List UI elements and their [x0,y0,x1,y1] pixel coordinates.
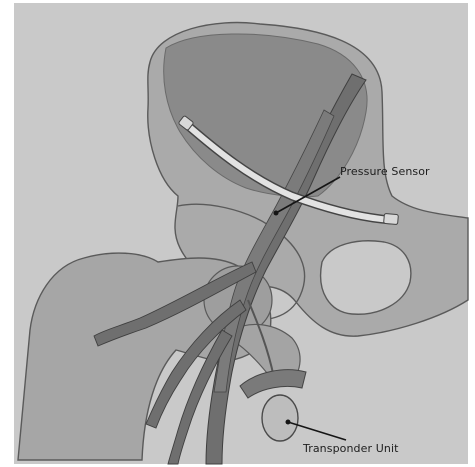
catheter-end-cap-right [384,213,399,224]
pressure-sensor-point [274,211,279,216]
transponder-unit-point [286,420,291,425]
transponder-unit [262,395,298,441]
transponder-unit-label: Transponder Unit [303,442,399,455]
pressure-sensor-label: Pressure Sensor [340,165,430,178]
